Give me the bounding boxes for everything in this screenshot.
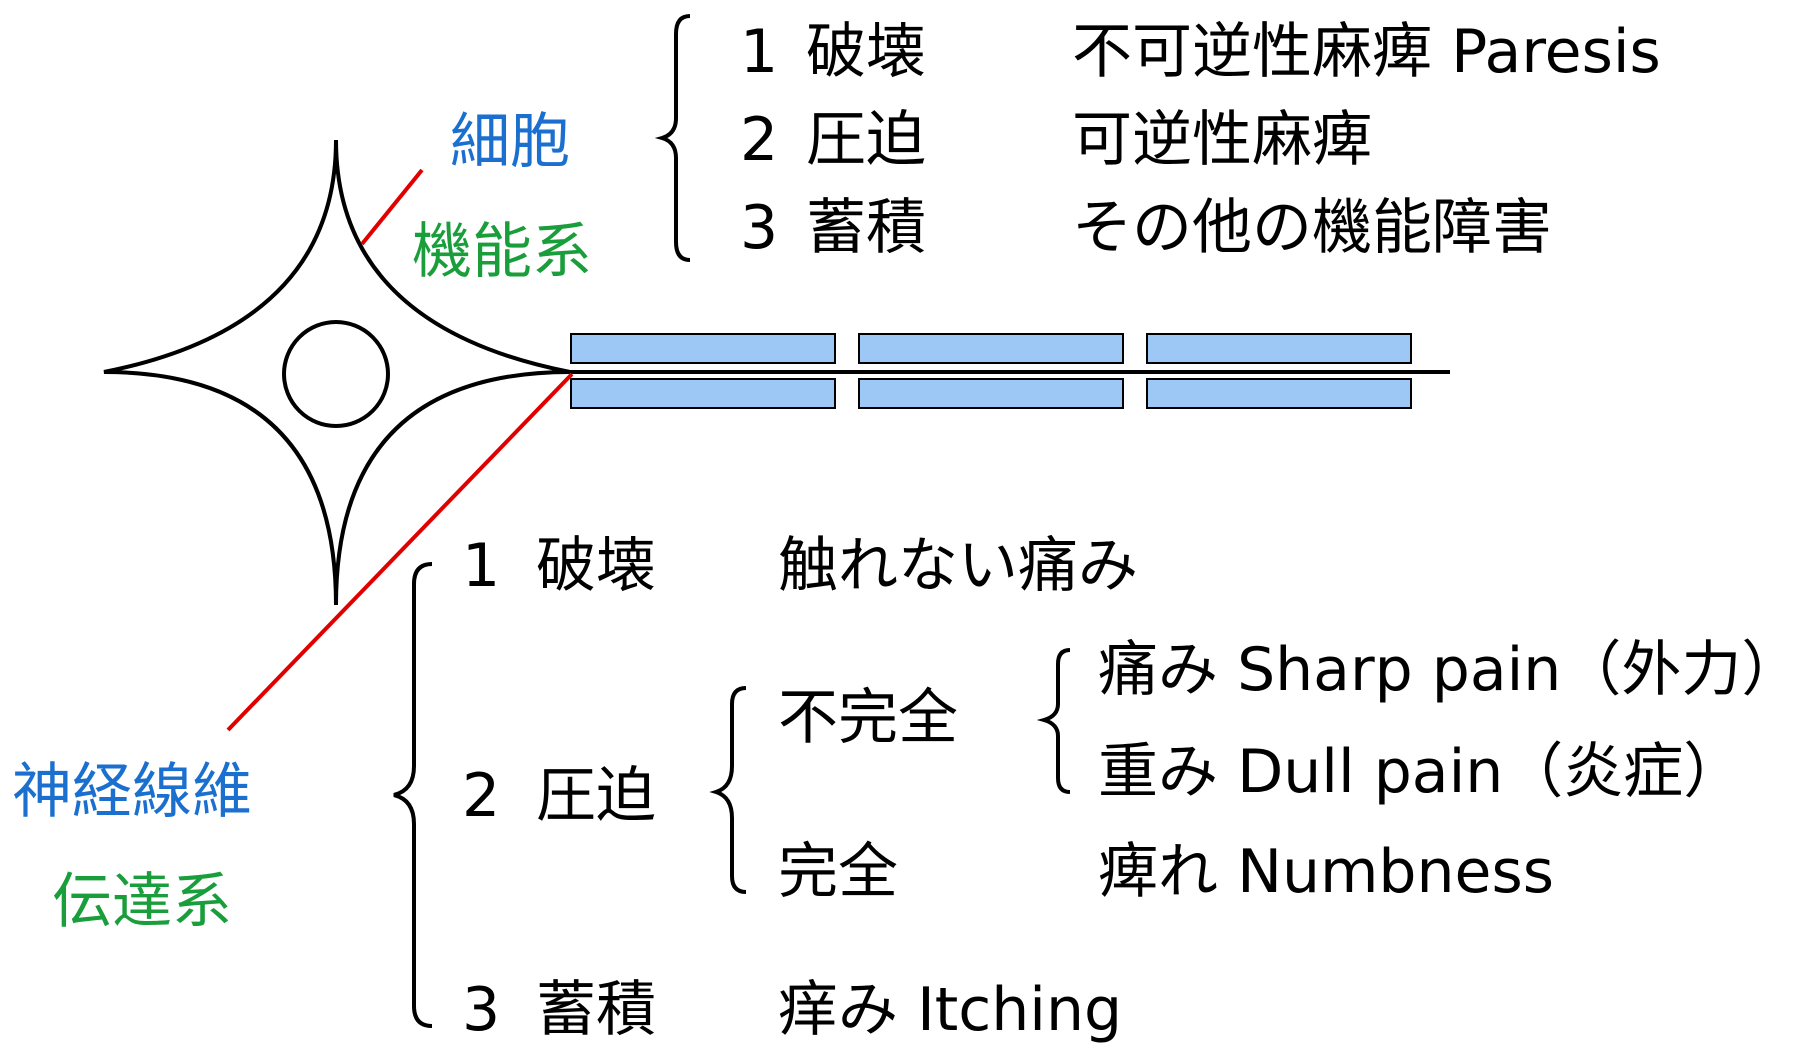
cell-item-1-effect: 不可逆性麻痺 Paresis — [1072, 17, 1661, 87]
cell-function-label: 機能系 — [412, 217, 592, 287]
cell-leader-line — [360, 168, 424, 246]
cell-label: 細胞 — [450, 107, 570, 177]
complete-label: 完全 — [778, 837, 898, 907]
myelin-segment — [1146, 378, 1412, 409]
cell-item-2-number: 2 — [740, 105, 779, 175]
myelin-sheath — [570, 333, 1412, 409]
myelin-segment — [570, 378, 836, 409]
cell-item-3-term: 蓄積 — [806, 193, 926, 263]
cell-item-2-effect: 可逆性麻痺 — [1072, 105, 1372, 175]
cell-item-3-effect: その他の機能障害 — [1072, 193, 1552, 263]
fiber-item-1-effect: 触れない痛み — [778, 531, 1138, 601]
fiber-leader-line — [226, 372, 574, 732]
fiber-item-2-term: 圧迫 — [536, 761, 656, 831]
fiber-item-3-effect: 痒み Itching — [778, 975, 1123, 1045]
dull-pain-effect: 重み Dull pain（炎症） — [1098, 737, 1744, 807]
fiber-item-1-term: 破壊 — [536, 531, 656, 601]
neuron-cell-body — [103, 139, 571, 606]
fiber-item-3-term: 蓄積 — [536, 975, 656, 1045]
cell-item-2-term: 圧迫 — [806, 105, 926, 175]
numbness-effect: 痺れ Numbness — [1098, 837, 1554, 907]
fiber-item-1-number: 1 — [462, 531, 501, 601]
myelin-segment — [570, 333, 836, 364]
myelin-segment — [858, 333, 1124, 364]
cell-group-brace — [654, 14, 691, 262]
incomplete-brace — [1036, 648, 1071, 794]
myelin-segment — [1146, 333, 1412, 364]
cell-item-3-number: 3 — [740, 193, 779, 263]
incomplete-label: 不完全 — [778, 683, 958, 753]
neuron-nucleus — [282, 320, 390, 428]
sharp-pain-effect: 痛み Sharp pain（外力） — [1098, 635, 1802, 705]
cell-item-1-term: 破壊 — [806, 17, 926, 87]
cell-item-1-number: 1 — [740, 17, 779, 87]
fiber-group-brace — [393, 562, 433, 1028]
fiber-item-2-number: 2 — [462, 761, 501, 831]
nerve-fiber-label: 神経線維 — [12, 757, 252, 827]
fiber-item-3-number: 3 — [462, 975, 501, 1045]
myelin-segment — [858, 378, 1124, 409]
compression-brace — [709, 686, 747, 894]
transmission-label: 伝達系 — [52, 867, 232, 937]
